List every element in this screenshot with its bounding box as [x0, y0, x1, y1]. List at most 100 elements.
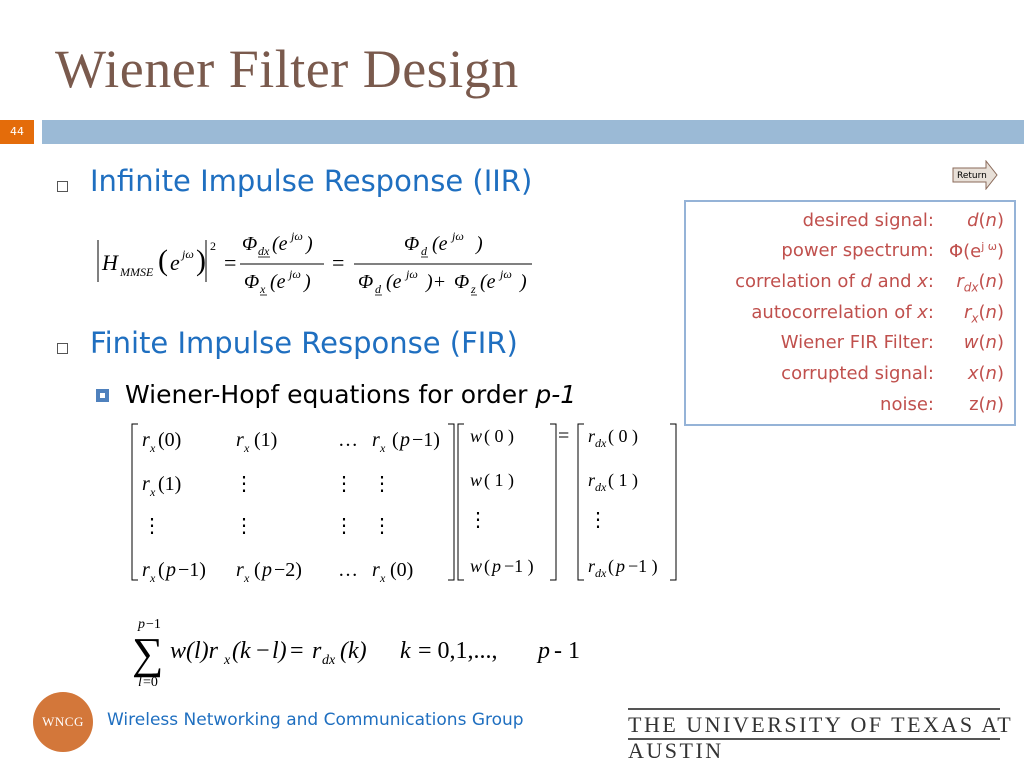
- svg-text:∑: ∑: [132, 629, 163, 678]
- svg-text:(0): (0): [390, 559, 413, 581]
- svg-text:=0: =0: [143, 675, 158, 690]
- svg-text:dx: dx: [595, 566, 607, 580]
- svg-text:−2): −2): [274, 559, 302, 581]
- definition-symbol: x(n): [967, 363, 1004, 384]
- svg-text:r: r: [588, 470, 596, 490]
- svg-text:H: H: [101, 250, 119, 275]
- svg-text:jω: jω: [180, 247, 194, 261]
- svg-text:dx: dx: [322, 653, 336, 668]
- footer-group-name: Wireless Networking and Communications G…: [107, 710, 524, 730]
- definition-row: corrupted signal: x(n): [781, 363, 1004, 384]
- svg-text:= 0,1,...,: = 0,1,...,: [418, 638, 498, 664]
- svg-text:(e: (e: [386, 271, 402, 293]
- svg-text:r: r: [312, 638, 322, 664]
- definition-row: autocorrelation of x: rx(n): [751, 302, 1004, 326]
- svg-text:r: r: [142, 429, 150, 451]
- definition-label: corrupted signal:: [781, 363, 934, 384]
- svg-text:⋮: ⋮: [372, 473, 392, 495]
- svg-text:x: x: [379, 571, 386, 585]
- svg-text:p: p: [536, 638, 550, 664]
- svg-text:)+: )+: [425, 271, 446, 293]
- definition-row: noise: z(n): [880, 394, 1004, 415]
- wiener-hopf-text: Wiener-Hopf equations for order p-1: [125, 380, 576, 409]
- sub-bullet-icon: [96, 389, 109, 402]
- svg-text:d: d: [421, 244, 428, 258]
- svg-text:Φ: Φ: [242, 233, 257, 255]
- svg-text:dx: dx: [595, 480, 607, 494]
- svg-text:): ): [196, 244, 206, 277]
- university-top-rule: [628, 708, 1000, 710]
- svg-text:d: d: [375, 282, 382, 296]
- svg-text:k: k: [400, 638, 411, 664]
- svg-text:jω: jω: [498, 267, 512, 281]
- header-bar: [42, 120, 1024, 144]
- svg-text:⋮: ⋮: [234, 473, 254, 495]
- definition-label: power spectrum:: [781, 240, 934, 261]
- wiener-hopf-order: p-1: [535, 380, 577, 409]
- svg-text:p: p: [490, 556, 501, 576]
- svg-text:): ): [303, 271, 311, 293]
- svg-text:r: r: [372, 559, 380, 581]
- svg-text:(: (: [608, 556, 614, 577]
- svg-text:(0): (0): [158, 429, 181, 451]
- svg-text:e: e: [170, 250, 180, 275]
- svg-text:⋮: ⋮: [234, 515, 254, 537]
- svg-text:dx: dx: [595, 436, 607, 450]
- svg-text:r: r: [142, 473, 150, 495]
- svg-text:−1): −1): [178, 559, 206, 581]
- definition-symbol: rx(n): [964, 302, 1004, 326]
- svg-text:x: x: [243, 571, 250, 585]
- svg-text:=: =: [558, 425, 569, 447]
- iir-heading: Infinite Impulse Response (IIR): [90, 164, 533, 198]
- svg-text:(e: (e: [480, 271, 496, 293]
- svg-text:⋮: ⋮: [588, 509, 608, 531]
- svg-text:=: =: [290, 638, 304, 664]
- svg-text:r: r: [588, 556, 596, 576]
- university-bottom-rule: [628, 738, 1000, 740]
- svg-text:(: (: [484, 556, 490, 577]
- university-name: THE UNIVERSITY OF TEXAS AT AUSTIN: [628, 712, 1013, 763]
- svg-text:(e: (e: [272, 233, 288, 255]
- svg-text:⋮: ⋮: [372, 515, 392, 537]
- svg-text:x: x: [149, 571, 156, 585]
- wncg-logo: WNCG: [33, 692, 93, 752]
- svg-text:⋮: ⋮: [334, 515, 354, 537]
- svg-text:−: −: [256, 638, 270, 664]
- svg-text:−1 ): −1 ): [504, 556, 534, 577]
- svg-text:⋮: ⋮: [334, 473, 354, 495]
- svg-text:=: =: [224, 250, 236, 275]
- svg-text:⋮: ⋮: [468, 509, 488, 531]
- summation-equation: p−1 ∑ l=0 w(l)r x (k − l) = r dx (k) k =…: [132, 617, 580, 690]
- svg-text:Φ: Φ: [244, 271, 259, 293]
- svg-text:r: r: [588, 426, 596, 446]
- svg-text:jω: jω: [287, 267, 301, 281]
- svg-text:(: (: [158, 244, 168, 277]
- svg-text:jω: jω: [289, 229, 303, 243]
- bullet-icon: [57, 343, 68, 354]
- bullet-icon: [57, 181, 68, 192]
- svg-text:x: x: [149, 441, 156, 455]
- svg-text:): ): [519, 271, 527, 293]
- svg-text:w: w: [470, 556, 482, 576]
- svg-text:jω: jω: [404, 267, 418, 281]
- svg-text:p: p: [398, 429, 410, 451]
- svg-text:( 1 ): ( 1 ): [608, 470, 638, 491]
- definition-symbol: z(n): [969, 394, 1004, 415]
- svg-text:(e: (e: [270, 271, 286, 293]
- svg-text:Φ: Φ: [404, 233, 419, 255]
- return-button[interactable]: Return: [952, 160, 998, 190]
- svg-text:…: …: [338, 429, 358, 451]
- svg-text:): ): [475, 233, 483, 255]
- svg-text:(k): (k): [340, 638, 367, 664]
- svg-text:p: p: [164, 559, 176, 581]
- slide-number: 44: [0, 120, 34, 144]
- svg-text:l): l): [272, 638, 287, 664]
- svg-text:x: x: [223, 653, 231, 668]
- fir-heading: Finite Impulse Response (FIR): [90, 326, 518, 360]
- svg-text:p: p: [260, 559, 272, 581]
- definition-label: noise:: [880, 394, 934, 415]
- svg-text:Φ: Φ: [358, 271, 373, 293]
- svg-text:…: …: [338, 559, 358, 581]
- svg-text:2: 2: [210, 239, 216, 253]
- iir-equation: H MMSE ( e jω ) 2 = Φ dx (e jω ) Φ x (e …: [97, 229, 532, 296]
